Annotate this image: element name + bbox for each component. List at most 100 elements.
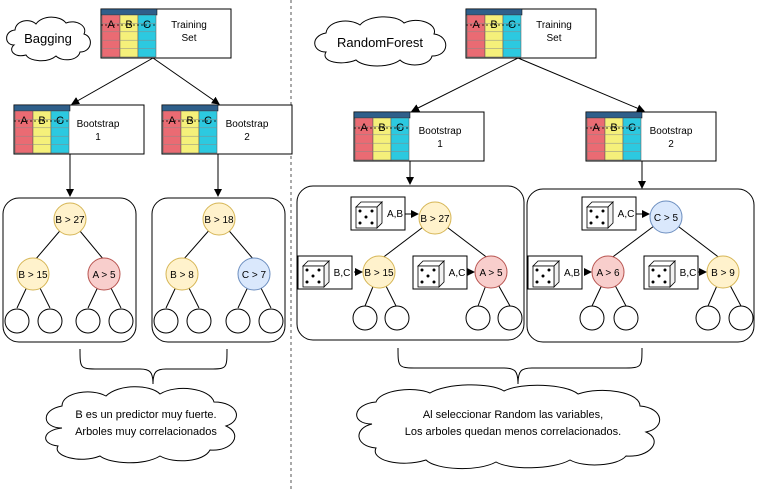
rf-t2-dice-root: A,C (581, 196, 637, 231)
dice-icon (586, 201, 614, 229)
left-tree2-leaf-4 (258, 308, 284, 334)
right-tree2-right-label: B > 9 (711, 268, 735, 279)
right-bootstrap-2-col-2 (622, 117, 642, 161)
left-tree2-root-node (202, 202, 236, 236)
bagging-cloud: Bagging (6, 16, 91, 62)
left-tree2-leaf-3 (225, 308, 251, 334)
right-bootstrap1-label-2: 1 (437, 139, 443, 150)
dice-icon (355, 201, 383, 229)
left-tree2-leaf-2 (186, 308, 212, 334)
dice-icon (532, 260, 560, 288)
right-training-label-2: Set (546, 33, 561, 44)
left-brace (79, 348, 228, 385)
right-tree2-left-label: A > 6 (596, 268, 620, 279)
right-tree1-leaf-2 (384, 305, 410, 331)
rf-t1-dice-left: B,C (297, 255, 353, 290)
left-bootstrap-2-header-0: A (168, 115, 176, 127)
right-tree1-root-node (418, 201, 452, 235)
left-bootstrap-1-header-1: B (38, 115, 45, 127)
left-tree1-right-node (87, 257, 121, 291)
right-tree2-root-label: C > 5 (654, 213, 679, 224)
randomforest-cloud: RandomForest (314, 16, 447, 67)
left-tree2-right-node (237, 257, 271, 291)
right-bootstrap-1-header-1: B (378, 122, 385, 134)
dice-icon (302, 260, 330, 288)
right-brace (397, 347, 643, 385)
left-arrow-training-b2 (152, 57, 220, 105)
left-tree2-right-label: C > 7 (242, 270, 267, 281)
right-tree2-left-node (591, 255, 625, 289)
left-tree1-left-label: B > 15 (18, 270, 48, 281)
right-arrow-training-b1 (411, 57, 519, 112)
right-bootstrap2-label-2: 2 (668, 139, 674, 150)
left-tree1-leaf-2 (37, 308, 63, 334)
right-tree2-leaf-4 (728, 305, 754, 331)
left-training-set-col-2 (137, 14, 157, 58)
left-tree1-right-label: A > 5 (92, 270, 116, 281)
right-note-cloud: Al seleccionar Random las variables, Los… (356, 384, 661, 470)
left-training-set-header-2: C (143, 19, 151, 31)
right-tree2-leaf-1 (579, 305, 605, 331)
left-tree1-leaf-1 (4, 308, 30, 334)
right-bootstrap1-label-1: Bootstrap (419, 126, 462, 137)
right-tree1-leaf-1 (352, 305, 378, 331)
left-tree1-leaf-4 (108, 308, 134, 334)
left-bootstrap1-label-2: 1 (95, 132, 101, 143)
left-training-set-header-0: A (107, 19, 115, 31)
left-tree1-root-node (53, 202, 87, 236)
left-bootstrap-2-header-2: C (204, 115, 212, 127)
right-tree2-root-node (649, 200, 683, 234)
left-bootstrap2-label-1: Bootstrap (226, 119, 269, 130)
right-tree1-left-label: B > 15 (364, 268, 394, 279)
right-bootstrap2-label-1: Bootstrap (650, 126, 693, 137)
right-training-set-header-1: B (490, 19, 497, 31)
left-training-label-1: Training (171, 20, 207, 31)
rf-t1-dice-root-label: A,B (387, 209, 403, 220)
rf-t2-dice-left: A,B (527, 255, 583, 290)
left-bootstrap-1-header-2: C (56, 115, 64, 127)
left-training-set-header-1: B (125, 19, 132, 31)
right-tree1-right-label: A > 5 (479, 268, 503, 279)
right-training-set-header-0: A (472, 19, 480, 31)
right-bootstrap-2-header-0: A (592, 122, 600, 134)
right-tree1-left-node (362, 255, 396, 289)
rf-t2-dice-right: B,C (643, 255, 699, 290)
right-bootstrap-2-header-2: C (628, 122, 636, 134)
left-tree1-leaf-3 (75, 308, 101, 334)
left-note-cloud: B es un predictor muy fuerte. Arboles mu… (45, 386, 237, 464)
right-bootstrap-1-header-0: A (360, 122, 368, 134)
left-bootstrap-2-col-2 (198, 110, 218, 154)
rf-t2-dice-right-label: B,C (680, 268, 697, 279)
left-tree1-root-label: B > 27 (55, 215, 85, 226)
right-tree2-leaf-2 (613, 305, 639, 331)
left-tree2-left-node (165, 257, 199, 291)
bagging-label: Bagging (24, 31, 72, 46)
randomforest-label: RandomForest (337, 35, 423, 50)
left-arrow-training-b1 (71, 57, 154, 105)
rf-t1-dice-right: A,C (412, 255, 468, 290)
right-bootstrap-1-header-2: C (396, 122, 404, 134)
left-note-line-2: Arboles muy correlacionados (75, 426, 217, 438)
rf-t2-dice-left-label: A,B (564, 268, 580, 279)
right-training-set-header-2: C (508, 19, 516, 31)
left-training-label-2: Set (181, 33, 196, 44)
left-tree2-root-label: B > 18 (204, 215, 234, 226)
right-bootstrap-1-col-2 (390, 117, 410, 161)
rf-t2-dice-root-label: A,C (618, 209, 635, 220)
right-tree1-leaf-3 (465, 305, 491, 331)
left-tree-1-box (2, 197, 137, 343)
dice-icon (417, 260, 445, 288)
right-tree2-right-node (706, 255, 740, 289)
right-arrow-training-b2 (517, 57, 645, 112)
right-bootstrap-2-header-1: B (610, 122, 617, 134)
left-tree2-leaf-1 (153, 308, 179, 334)
dice-icon (648, 260, 676, 288)
left-bootstrap-1-header-0: A (20, 115, 28, 127)
